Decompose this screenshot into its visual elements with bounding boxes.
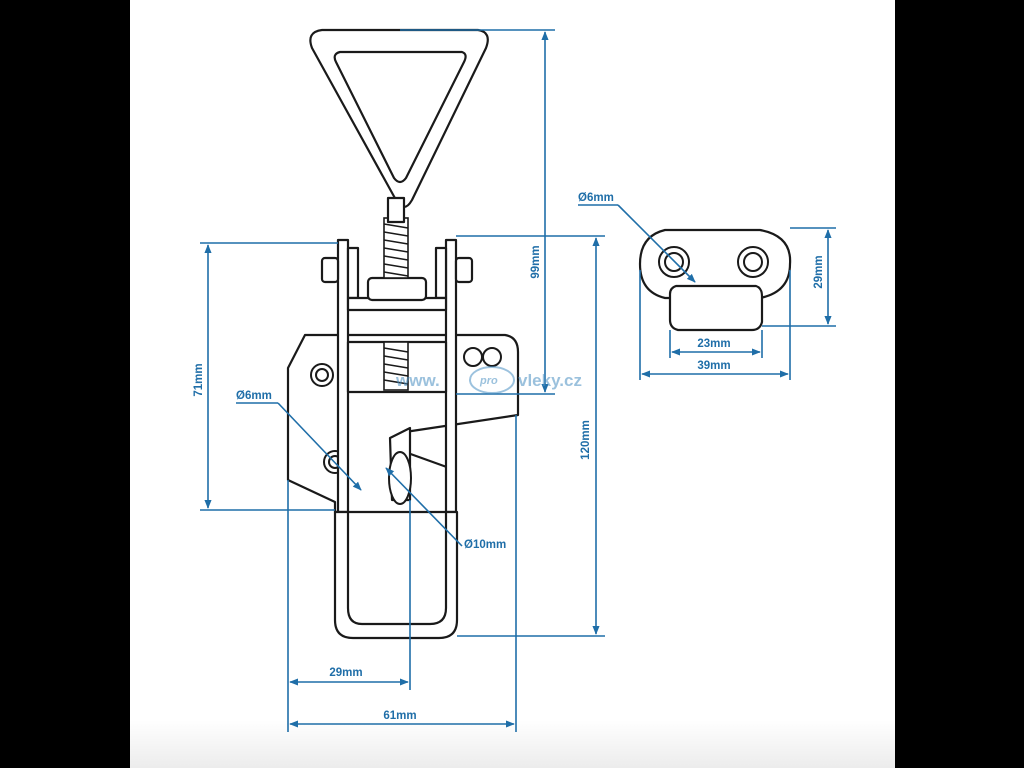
dimension-labels: 99mm 120mm 71mm Ø6mm Ø10mm 29mm 61mm Ø6m… xyxy=(193,192,825,722)
label-plate-hole6: Ø6mm xyxy=(578,192,614,204)
label-71mm: 71mm xyxy=(193,363,205,396)
label-plate-29mm: 29mm xyxy=(813,255,825,288)
label-plate-39mm: 39mm xyxy=(697,360,730,372)
adjust-nut xyxy=(366,276,428,302)
watermark-suffix: vleky.cz xyxy=(518,371,582,390)
label-61mm: 61mm xyxy=(383,710,416,722)
plate-hole-right xyxy=(737,246,769,278)
dim-hole10-leader xyxy=(385,467,463,547)
dim-plate-hole6-leader xyxy=(617,204,696,283)
label-hole6: Ø6mm xyxy=(236,390,272,402)
watermark-badge: pro xyxy=(479,375,498,387)
base-hole-right xyxy=(463,347,483,367)
u-bail-loop xyxy=(333,510,459,640)
label-hole10: Ø10mm xyxy=(464,539,506,551)
threaded-rod-upper xyxy=(383,217,409,279)
watermark-prefix: www. xyxy=(395,371,440,390)
label-29mm: 29mm xyxy=(329,667,362,679)
label-plate-23mm: 23mm xyxy=(697,338,730,350)
label-99mm: 99mm xyxy=(530,245,542,278)
dimension-lines xyxy=(200,29,836,732)
base-hole-top xyxy=(310,363,334,387)
dim-hole6-leader xyxy=(277,402,362,491)
triangle-handle-inner xyxy=(333,50,467,184)
hook-pin xyxy=(388,451,412,505)
catch-plate-hook xyxy=(668,284,764,332)
watermark-badge-ring xyxy=(469,366,515,394)
watermark: www. pro vleky.cz xyxy=(395,366,582,394)
ear-right xyxy=(454,256,474,284)
threaded-rod-lower xyxy=(383,341,409,391)
lever-rail-right xyxy=(444,238,458,514)
toggle-latch xyxy=(286,28,520,640)
label-120mm: 120mm xyxy=(580,420,592,460)
catch-plate xyxy=(638,228,792,332)
ear-left xyxy=(320,256,340,284)
